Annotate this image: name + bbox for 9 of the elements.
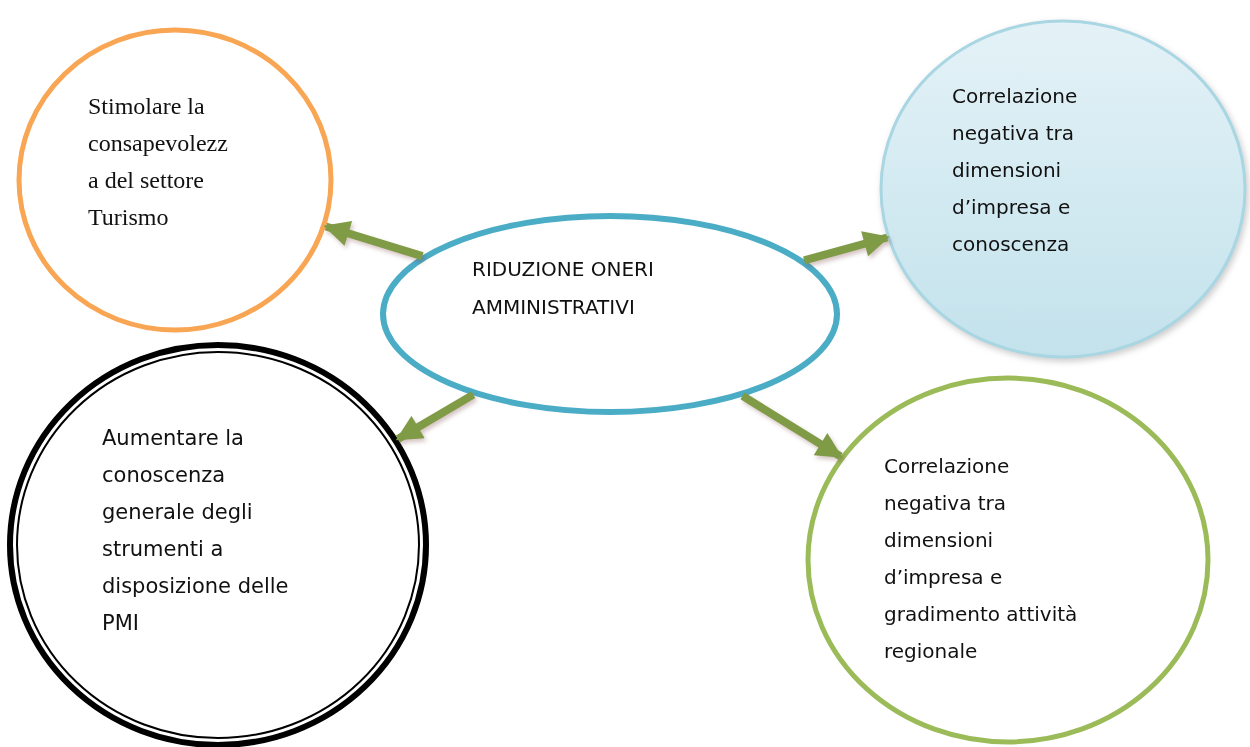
arrow (323, 220, 424, 261)
arrow (395, 391, 476, 443)
arrow (740, 392, 843, 460)
node-text: Correlazione negativa tra dimensioni d’impresa e gradimento attività regionale (884, 453, 1079, 665)
node-text: Correlazione negativa tra dimensioni d’impresa e conoscenza (952, 83, 1079, 258)
node-text: Aumentare la conoscenza generale degli strumenti a disposizione delle PMI (102, 425, 290, 637)
arrow (803, 231, 890, 265)
node-text: Stimolare la consapevolezza del settore Turismo (88, 92, 229, 232)
node-text: RIDUZIONE ONERI AMMINISTRATIVI (472, 256, 655, 321)
